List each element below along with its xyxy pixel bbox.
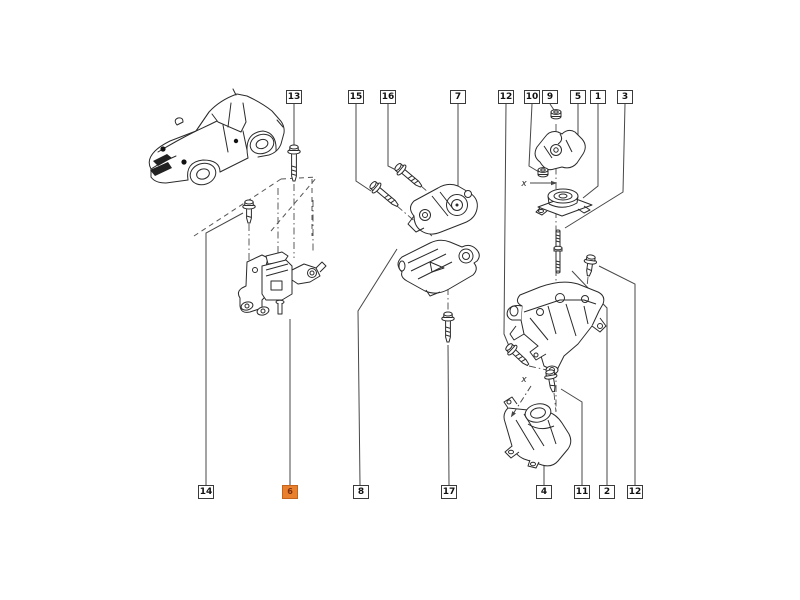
stud-2-sketch — [553, 229, 563, 274]
hardware-fasteners — [242, 109, 598, 393]
callout-7[interactable]: 7 — [450, 90, 466, 104]
bolt-14-sketch — [242, 199, 256, 224]
callout-5[interactable]: 5 — [570, 90, 586, 104]
callout-16[interactable]: 16 — [380, 90, 396, 104]
leader-line-8 — [357, 248, 398, 486]
bolt-17-sketch — [441, 311, 455, 343]
part-6-engine-mount-sketch — [237, 251, 327, 316]
callout-6-highlighted[interactable]: 6 — [282, 485, 298, 499]
callout-2[interactable]: 2 — [599, 485, 615, 499]
nut-9-sketch — [550, 109, 562, 120]
callout-12b[interactable]: 12 — [627, 485, 643, 499]
callout-12a[interactable]: 12 — [498, 90, 514, 104]
vehicle-sketch — [148, 88, 285, 186]
callout-11[interactable]: 11 — [574, 485, 590, 499]
x-annotation-label: x — [520, 179, 527, 189]
phantom-panel — [193, 176, 318, 237]
leader-line-2 — [571, 270, 608, 485]
callout-14[interactable]: 14 — [198, 485, 214, 499]
leader-line-12a — [503, 103, 510, 347]
leader-line-9 — [549, 103, 555, 111]
callout-4[interactable]: 4 — [536, 485, 552, 499]
x-annotation-arrowhead — [551, 180, 557, 186]
leader-line-12b — [598, 265, 636, 485]
bolt-16-sketch — [394, 163, 423, 188]
leader-line-14 — [205, 212, 244, 485]
leader-line-17 — [447, 344, 450, 486]
bolt-12-right-sketch — [583, 254, 598, 277]
callout-10[interactable]: 10 — [524, 90, 540, 104]
bolt-15-sketch — [369, 181, 399, 207]
part-8-cover-bracket-sketch — [397, 239, 480, 297]
callout-8[interactable]: 8 — [353, 485, 369, 499]
callout-13[interactable]: 13 — [286, 90, 302, 104]
nut-10-sketch — [537, 167, 549, 178]
callout-9[interactable]: 9 — [542, 90, 558, 104]
leader-line-11 — [560, 388, 583, 485]
mount-location-dot — [160, 146, 166, 152]
leader-line-16 — [387, 104, 397, 171]
mount-location-dot — [233, 138, 239, 144]
leader-line-15 — [355, 104, 372, 192]
bolt-11-sketch — [544, 369, 558, 393]
leader-lines — [205, 103, 636, 486]
part-4-gearbox-bracket-sketch — [503, 396, 572, 469]
callout-3[interactable]: 3 — [617, 90, 633, 104]
leader-line-1 — [582, 104, 599, 199]
callout-15[interactable]: 15 — [348, 90, 364, 104]
callout-1[interactable]: 1 — [590, 90, 606, 104]
callout-17[interactable]: 17 — [441, 485, 457, 499]
leader-line-3 — [564, 103, 626, 229]
bolt-13-sketch — [287, 144, 301, 182]
x-annotations: xx — [510, 179, 557, 418]
x-annotation-arrowhead — [510, 411, 516, 418]
x-annotation-arrow-line — [512, 385, 532, 415]
x-annotation-label: x — [520, 375, 527, 385]
part-1-round-mount-sketch — [535, 188, 593, 217]
bolt-12-left-sketch — [505, 343, 530, 367]
part-7-torque-rod-mount-sketch — [407, 183, 478, 235]
leader-line-10 — [528, 103, 540, 173]
part-5-upper-bracket-sketch — [534, 129, 586, 171]
mount-location-dot — [181, 159, 187, 165]
